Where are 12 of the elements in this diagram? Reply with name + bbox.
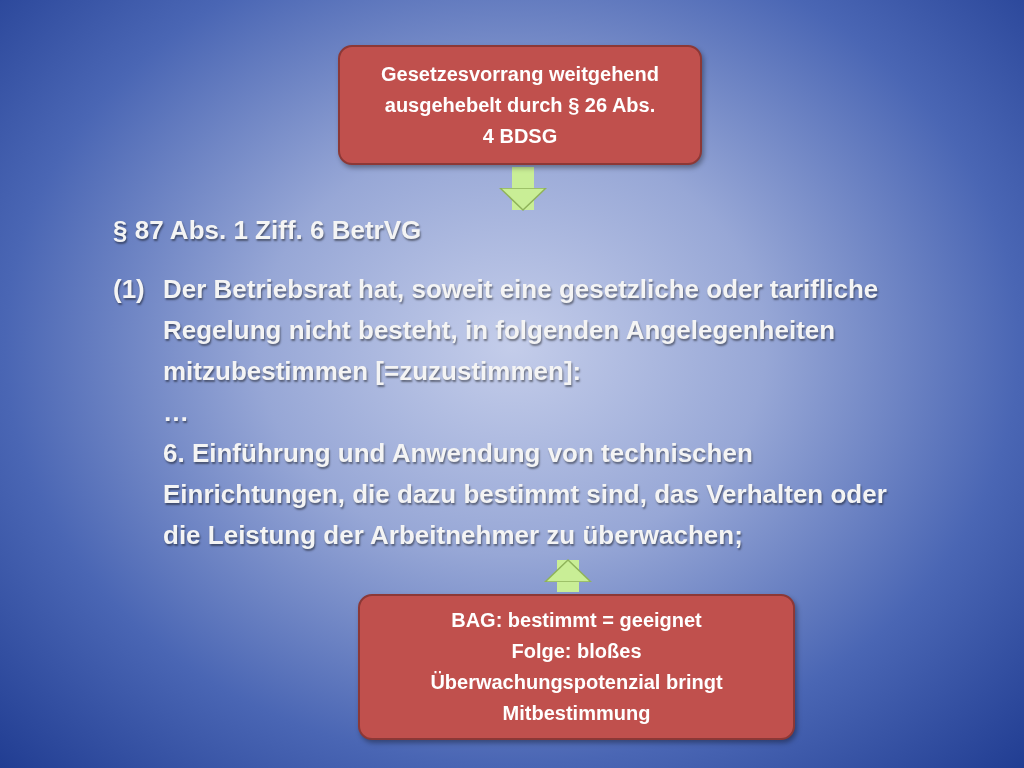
callout-text: Gesetzesvorrang weitgehend ausgehebelt durch § 26 Abs. 4 BDSG [380, 61, 660, 149]
block-arrow [544, 559, 592, 592]
callout-text: Folge: bloßes Überwachungspotenzial bringt Mitbestimmung [429, 639, 724, 726]
block-arrow [499, 167, 547, 211]
callout-text: BAG: bestimmt = geeignet [450, 608, 703, 633]
callout-box [338, 45, 702, 165]
callout-box [358, 594, 795, 740]
paragraph-number: (1) [113, 273, 146, 306]
ellipsis-text: … [163, 396, 190, 429]
paragraph-text: 6. Einführung und Anwendung von technischen Einrichtungen, die dazu bestimmt sind, das Verhalten oder die Leistung der Arbeitnehmer zu überwachen; [163, 437, 888, 552]
paragraph-text: Der Betriebsrat hat, soweit eine gesetzliche oder tarifliche Regelung nicht besteht, in folgenden Angelegenheiten mitzubestimmen [=zuzustimmen]: [163, 273, 880, 388]
section-heading: § 87 Abs. 1 Ziff. 6 BetrVG [113, 214, 423, 247]
